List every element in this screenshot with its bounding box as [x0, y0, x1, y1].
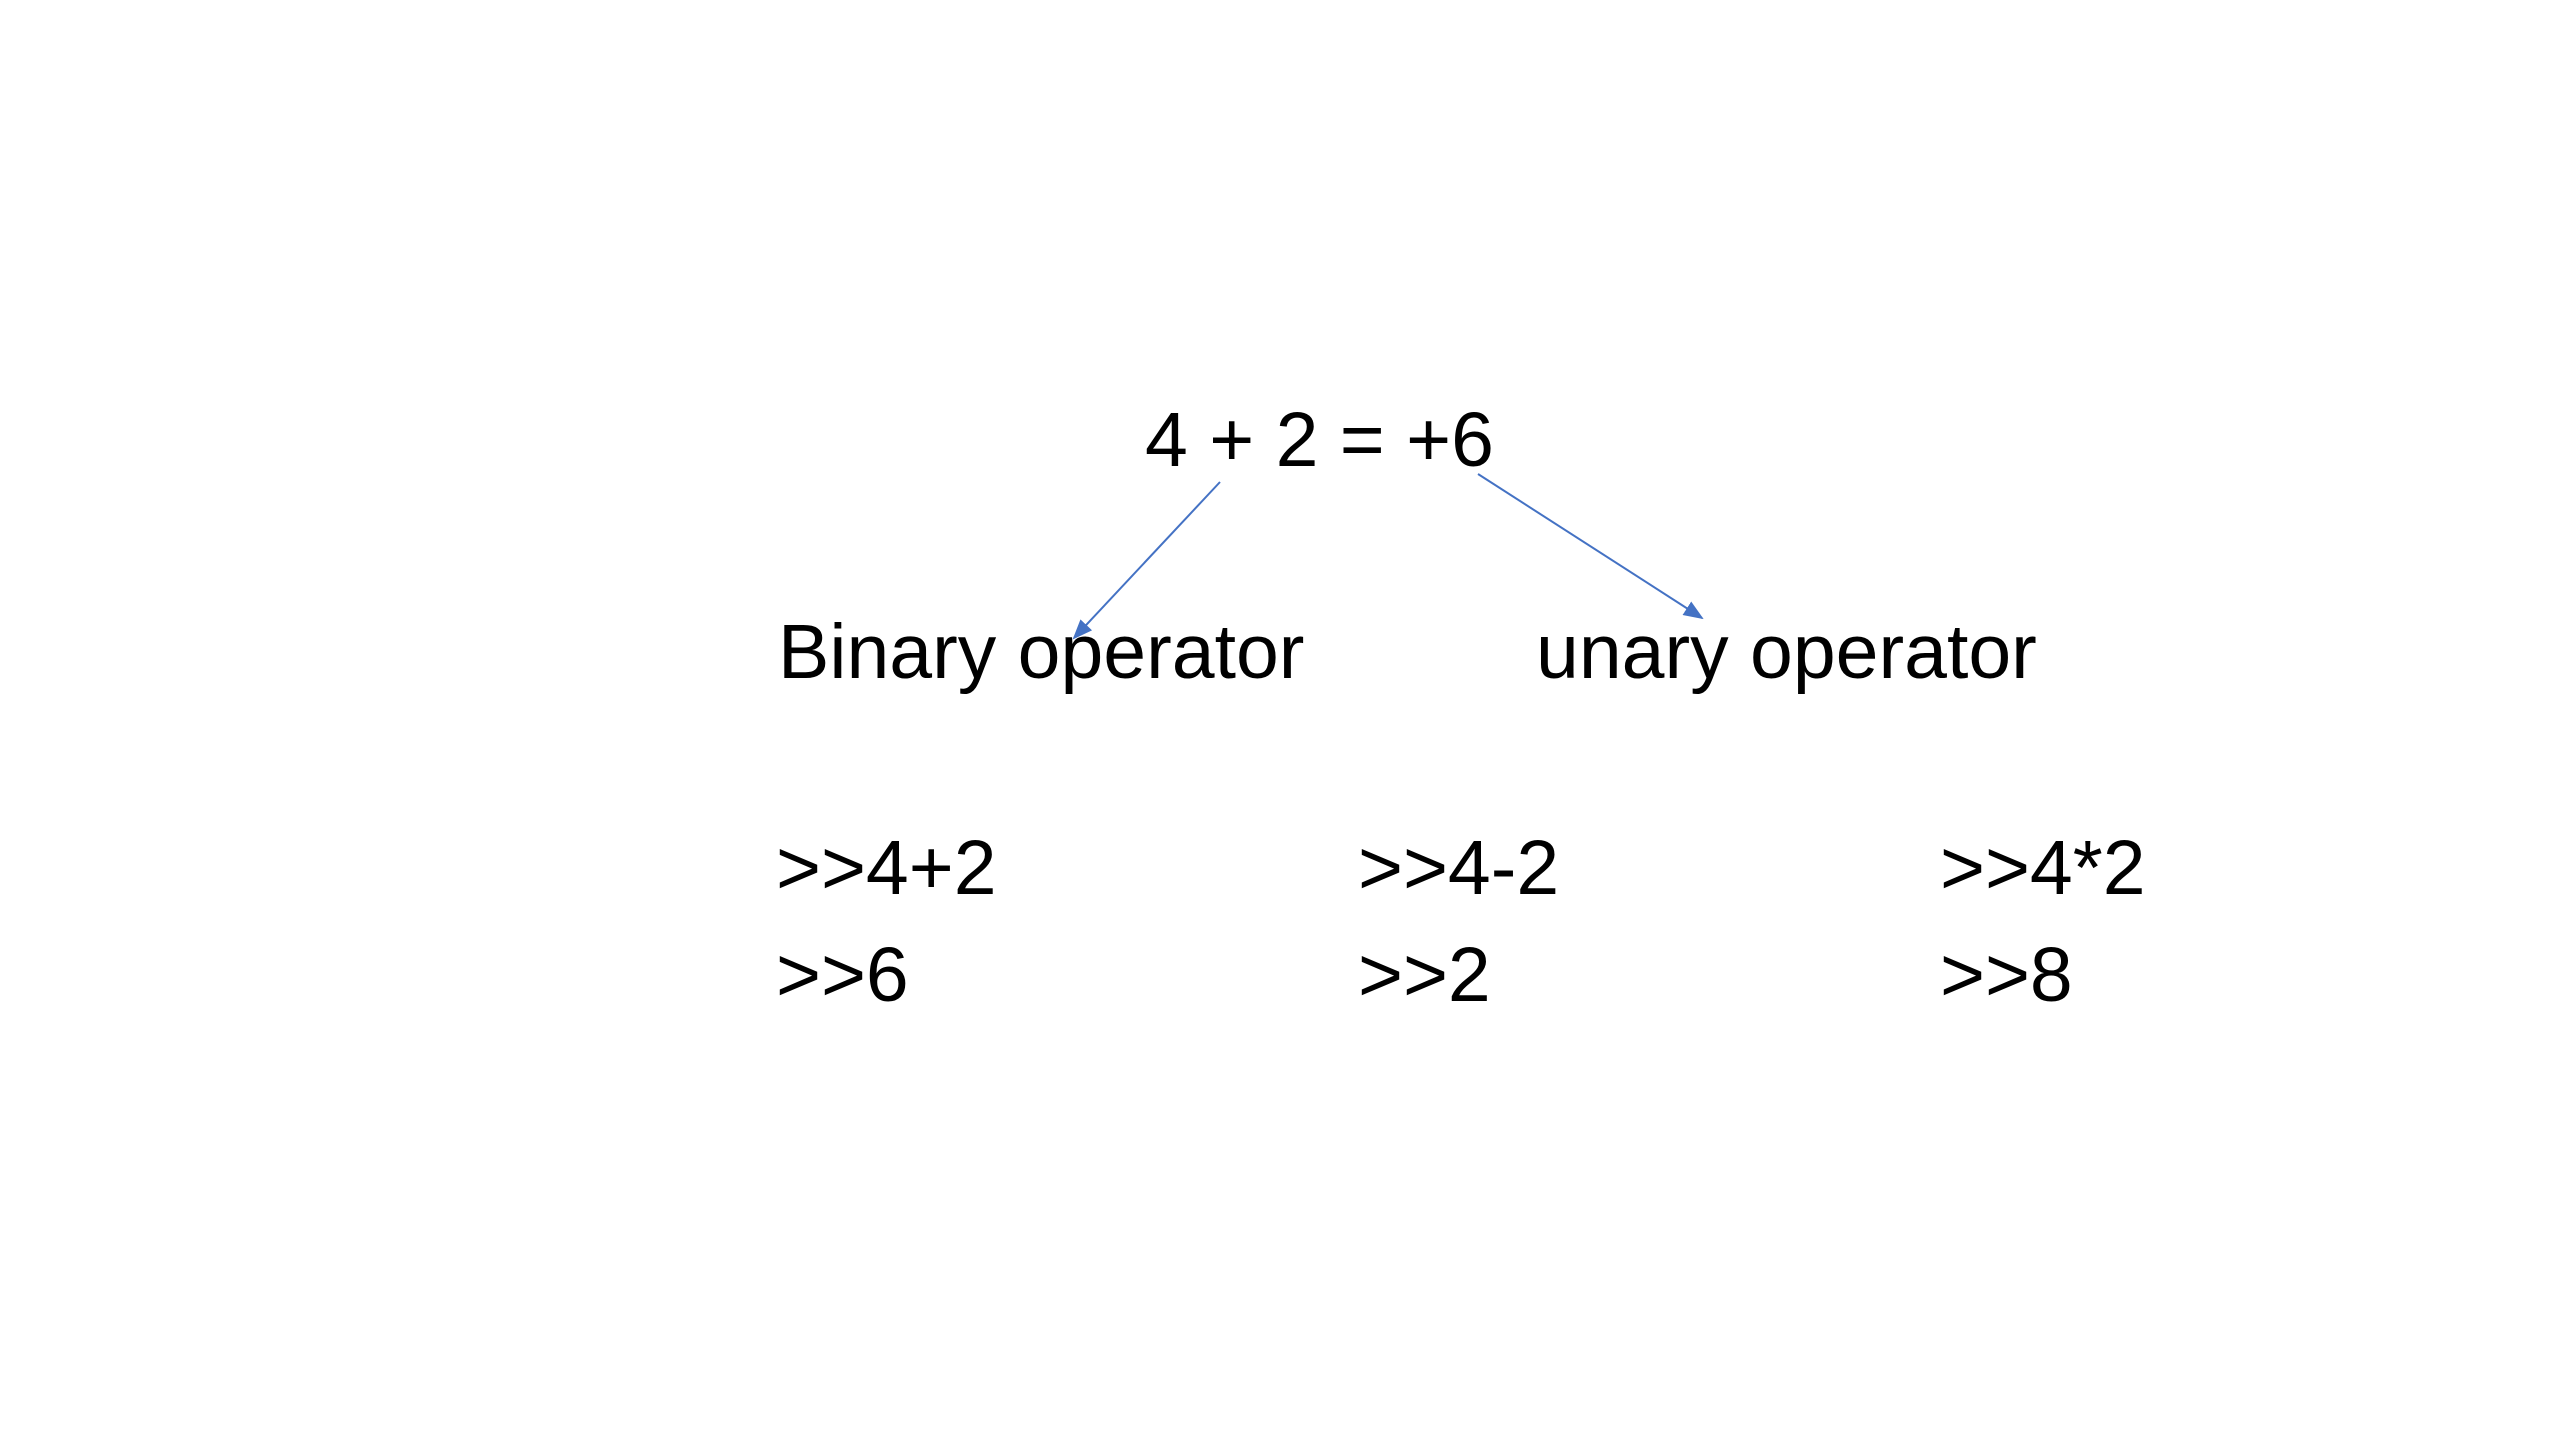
arrow-to-unary — [1477, 473, 1704, 620]
example-addition-output: >>6 — [776, 932, 909, 1018]
example-multiplication-input: >>4*2 — [1940, 825, 2146, 911]
example-multiplication-output: >>8 — [1940, 932, 2073, 1018]
binary-operator-label: Binary operator — [778, 609, 1305, 695]
equation-text: 4 + 2 = +6 — [1145, 397, 1494, 483]
unary-operator-label: unary operator — [1536, 609, 2037, 695]
example-subtraction-input: >>4-2 — [1358, 825, 1560, 911]
example-addition-input: >>4+2 — [776, 825, 997, 911]
example-subtraction-output: >>2 — [1358, 932, 1491, 1018]
